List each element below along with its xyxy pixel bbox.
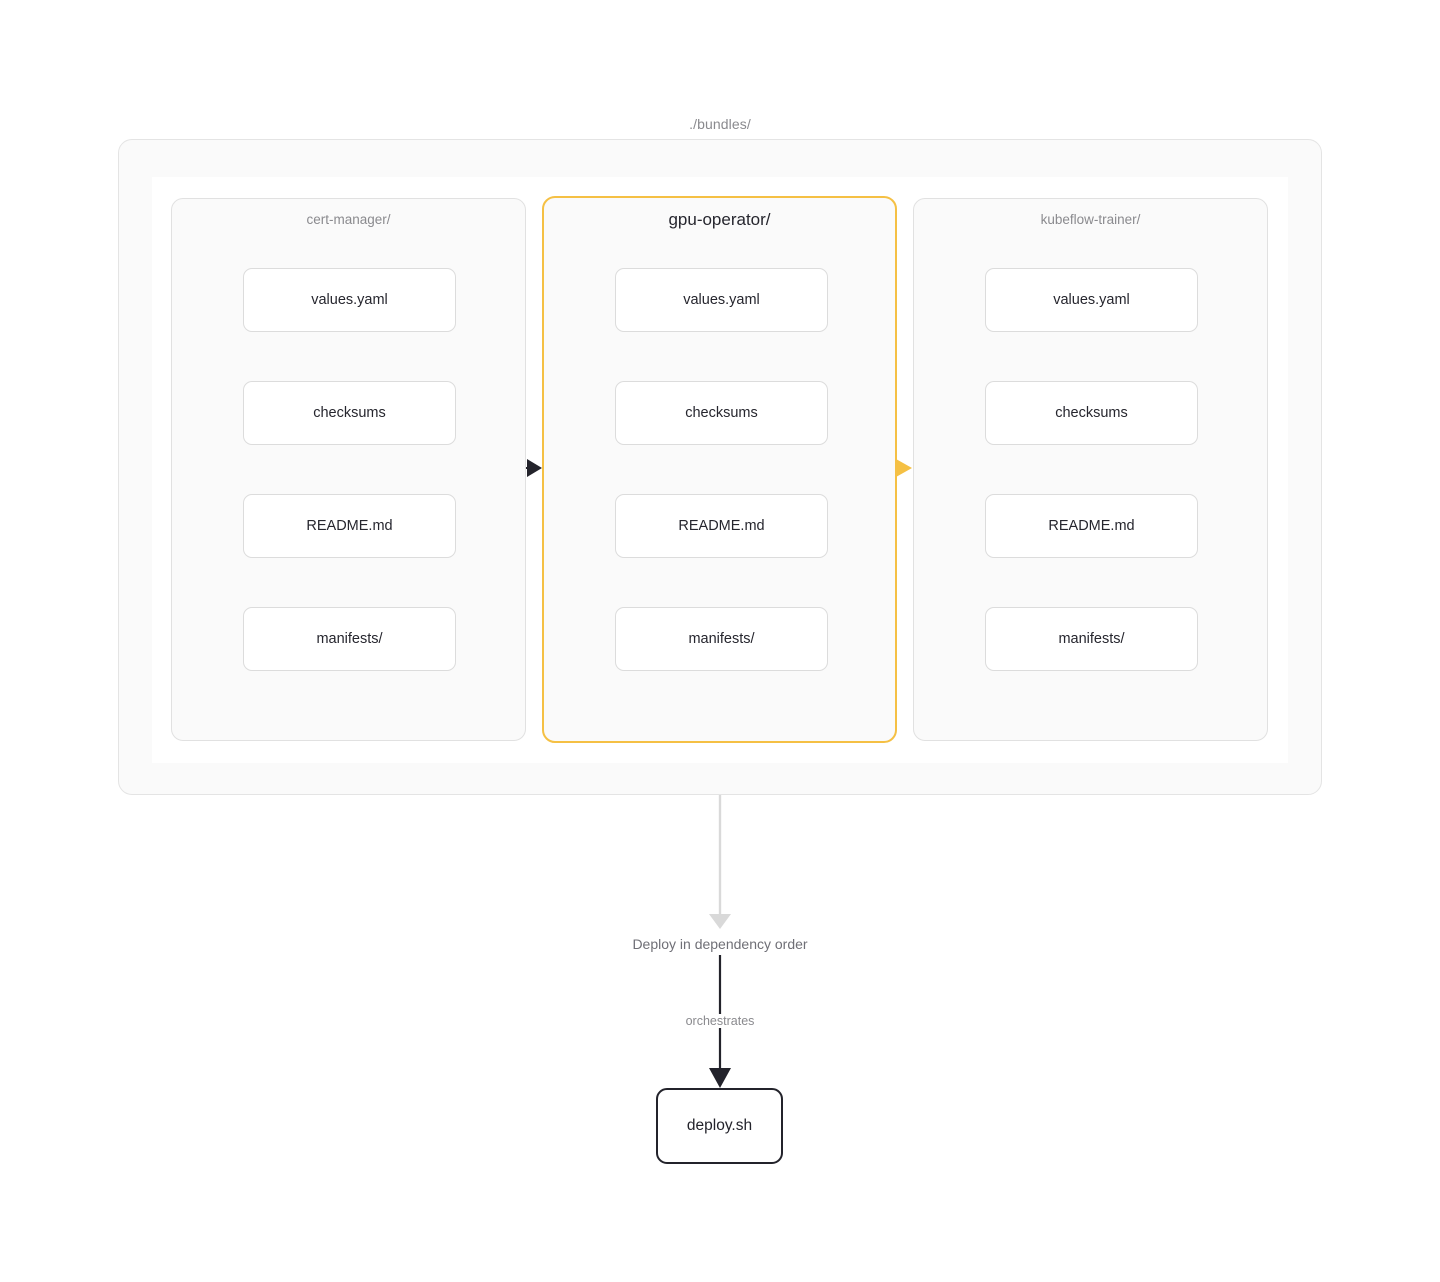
file-node-checksums[interactable]: checksums xyxy=(243,381,456,445)
file-node-manifests[interactable]: manifests/ xyxy=(615,607,828,671)
bundle-group-gpu-operator[interactable]: gpu-operator/ values.yaml checksums READ… xyxy=(542,196,897,743)
file-node-readme[interactable]: README.md xyxy=(985,494,1198,558)
bundle-group-title: kubeflow-trainer/ xyxy=(1040,212,1141,227)
bundles-root-caption: ./bundles/ xyxy=(689,116,751,132)
bundle-group-kubeflow-trainer[interactable]: kubeflow-trainer/ values.yaml checksums … xyxy=(913,198,1268,741)
orchestrates-label-text: orchestrates xyxy=(678,1014,762,1028)
deploy-order-label: Deploy in dependency order xyxy=(632,936,808,952)
file-node-values-yaml[interactable]: values.yaml xyxy=(243,268,456,332)
edge-bundles-to-deploy-order xyxy=(709,795,731,929)
file-node-checksums[interactable]: checksums xyxy=(615,381,828,445)
file-node-readme[interactable]: README.md xyxy=(243,494,456,558)
deploy-script-node[interactable]: deploy.sh xyxy=(656,1088,783,1164)
file-node-manifests[interactable]: manifests/ xyxy=(243,607,456,671)
bundle-group-cert-manager[interactable]: cert-manager/ values.yaml checksums READ… xyxy=(171,198,526,741)
file-node-manifests[interactable]: manifests/ xyxy=(985,607,1198,671)
bundle-group-title: gpu-operator/ xyxy=(668,210,771,229)
file-node-readme[interactable]: README.md xyxy=(615,494,828,558)
file-node-checksums[interactable]: checksums xyxy=(985,381,1198,445)
bundle-group-title: cert-manager/ xyxy=(306,212,391,227)
file-node-values-yaml[interactable]: values.yaml xyxy=(615,268,828,332)
file-node-values-yaml[interactable]: values.yaml xyxy=(985,268,1198,332)
orchestrates-label: orchestrates xyxy=(0,1014,1440,1028)
